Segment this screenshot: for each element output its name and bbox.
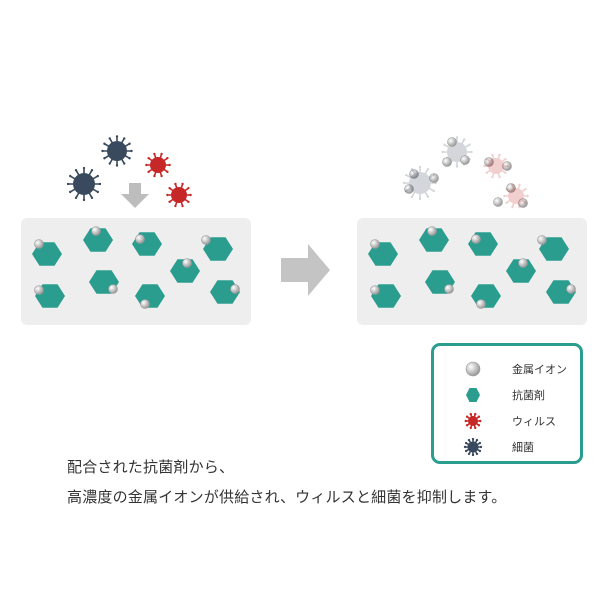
surface-panel-after	[357, 218, 587, 325]
metal-ion-icon	[502, 161, 512, 171]
metal-ion-icon	[537, 235, 547, 245]
virus-icon	[464, 412, 482, 430]
legend-label-bacteria: 細菌	[512, 441, 534, 454]
metal-ion-icon	[140, 299, 150, 309]
metal-ion-icon	[91, 226, 101, 236]
metal-ion-icon	[518, 258, 528, 268]
metal-ion-icon	[506, 183, 516, 193]
legend-label-metal-ion: 金属イオン	[512, 363, 567, 376]
metal-ion-icon	[108, 284, 118, 294]
down-arrow-icon	[121, 183, 149, 208]
metal-ion-icon	[34, 285, 44, 295]
metal-ion-icon	[370, 239, 380, 249]
right-scene	[357, 136, 587, 325]
metal-ion-icon	[427, 226, 437, 236]
legend-label-virus: ウィルス	[512, 415, 556, 428]
hexagon-icon	[419, 228, 449, 252]
left-scene	[21, 135, 251, 325]
hexagon-icon	[170, 259, 200, 283]
metal-ion-icon	[404, 184, 414, 194]
legend-box: 金属イオン 抗菌剤 ウィルス 細菌	[431, 343, 583, 464]
legend-item-metal-ion: 金属イオン	[434, 357, 580, 381]
metal-ion-icon	[135, 234, 145, 244]
antibacterial-particles-after	[368, 226, 576, 309]
metal-ion-icon	[484, 157, 494, 167]
metal-ion-icon	[201, 235, 211, 245]
right-arrow-icon	[281, 244, 330, 296]
suppressed-bacteria-icon	[402, 165, 438, 201]
metal-ion-icon	[518, 198, 528, 208]
legend-item-antibacterial: 抗菌剤	[434, 383, 580, 407]
hexagon-icon	[506, 259, 536, 283]
metal-ion-icon	[442, 157, 452, 167]
virus-icon	[166, 182, 192, 208]
caption-line-2: 高濃度の金属イオンが供給され、ウィルスと細菌を抑制します。	[67, 488, 507, 506]
bacteria-icon	[66, 166, 102, 202]
legend-label-antibacterial: 抗菌剤	[512, 389, 545, 402]
legend-item-virus: ウィルス	[434, 409, 580, 433]
metal-ion-icon	[471, 234, 481, 244]
metal-ion-icon	[409, 169, 419, 179]
metal-ion-icon	[566, 284, 576, 294]
metal-ion-icon	[493, 197, 503, 207]
virus-icon	[145, 152, 171, 178]
metal-ion-icon	[460, 155, 470, 165]
surface-panel-before	[21, 218, 251, 325]
hexagon-icon	[83, 228, 113, 252]
legend-item-bacteria: 細菌	[434, 435, 580, 459]
bacteria-icon	[463, 437, 483, 457]
hexagon-icon	[539, 237, 569, 261]
metal-ion-icon	[429, 173, 439, 183]
bacteria-icon	[101, 135, 133, 167]
hexagon-icon	[466, 388, 480, 402]
metal-ion-icon	[182, 258, 192, 268]
metal-ion-icon	[34, 239, 44, 249]
metal-ion-icon	[465, 361, 481, 377]
antibacterial-particles-before	[32, 226, 240, 309]
caption-line-1: 配合された抗菌剤から、	[67, 458, 235, 476]
metal-ion-icon	[476, 299, 486, 309]
metal-ion-icon	[447, 137, 457, 147]
suppressed-virus-icon	[483, 153, 509, 179]
suppressed-bacteria-icon	[404, 136, 528, 208]
metal-ion-icon	[370, 285, 380, 295]
hexagon-icon	[203, 237, 233, 261]
suppressed-virus-icon	[503, 183, 529, 209]
metal-ion-icon	[230, 284, 240, 294]
metal-ion-icon	[444, 284, 454, 294]
